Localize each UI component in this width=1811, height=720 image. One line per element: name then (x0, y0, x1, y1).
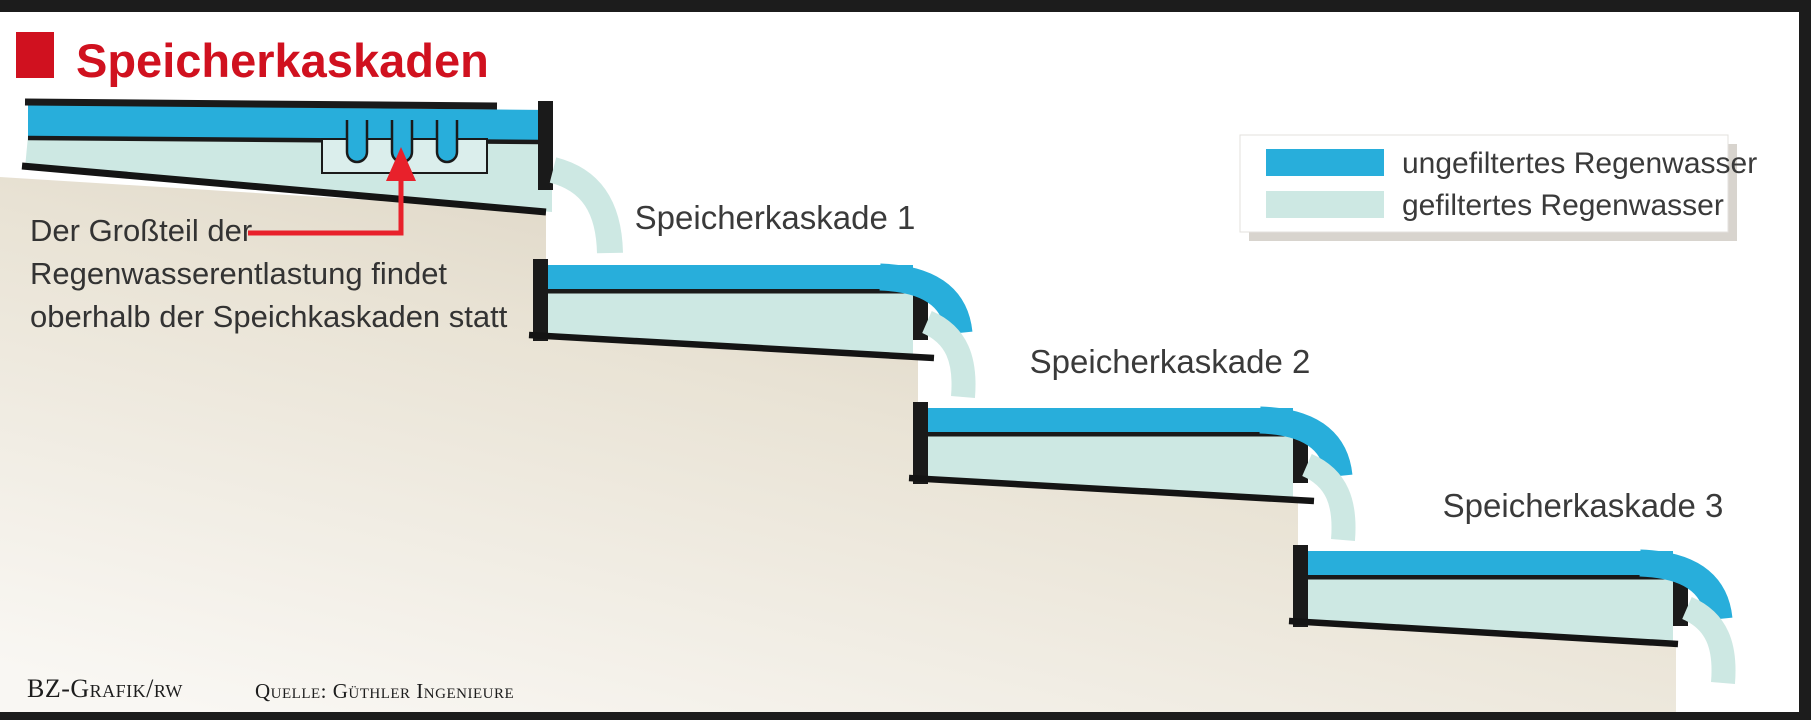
top-wall (538, 101, 553, 190)
annotation-arrow-icon (386, 147, 416, 181)
annotation-leader-line (248, 178, 404, 236)
annotation-line-2: Regenwasserentlastung findet (30, 256, 447, 291)
annotation-line-3: oberhalb der Speichkaskaden statt (30, 299, 508, 334)
credit-text: BZ-Grafik/rw (27, 674, 183, 703)
cascade-2-label: Speicherkaskade 2 (1030, 343, 1311, 380)
legend-swatch-unfiltered (1266, 149, 1384, 176)
frame-top-bar (0, 0, 1811, 12)
top-filtered-overflow (549, 157, 623, 254)
legend-label-filtered: gefiltertes Regenwasser (1402, 189, 1724, 222)
frame-right-bar (1799, 0, 1811, 720)
header: Speicherkaskaden (16, 32, 489, 87)
title-bullet-icon (16, 32, 54, 78)
top-cover-line (24, 98, 498, 110)
terrain-edge-line-3 (1288, 617, 1679, 648)
cascade-1-label: Speicherkaskade 1 (635, 199, 916, 236)
legend-swatch-filtered (1266, 191, 1384, 218)
frame-bottom-bar (0, 712, 1811, 720)
cascade-3-label: Speicherkaskade 3 (1443, 487, 1724, 524)
page-title: Speicherkaskaden (76, 34, 489, 87)
filter-finger-3 (435, 120, 459, 164)
annotation: Der Großteil der Regenwasserentlastung f… (30, 147, 508, 334)
filter-finger-1 (345, 120, 369, 164)
legend-label-unfiltered: ungefiltertes Regenwasser (1402, 147, 1757, 180)
legend: ungefiltertes Regenwasser gefiltertes Re… (1239, 134, 1757, 241)
top-terrace (21, 98, 623, 254)
terrain-slope (0, 177, 1676, 712)
top-unfiltered-water-band (28, 105, 552, 141)
annotation-line-1: Der Großteil der (30, 213, 252, 248)
terrain-edge-line-1 (528, 331, 935, 362)
terrain-edge-line-2 (908, 474, 1315, 505)
terrain-edge-line-0 (21, 162, 547, 216)
source-text: Quelle: Güthler Ingenieure (255, 679, 514, 703)
